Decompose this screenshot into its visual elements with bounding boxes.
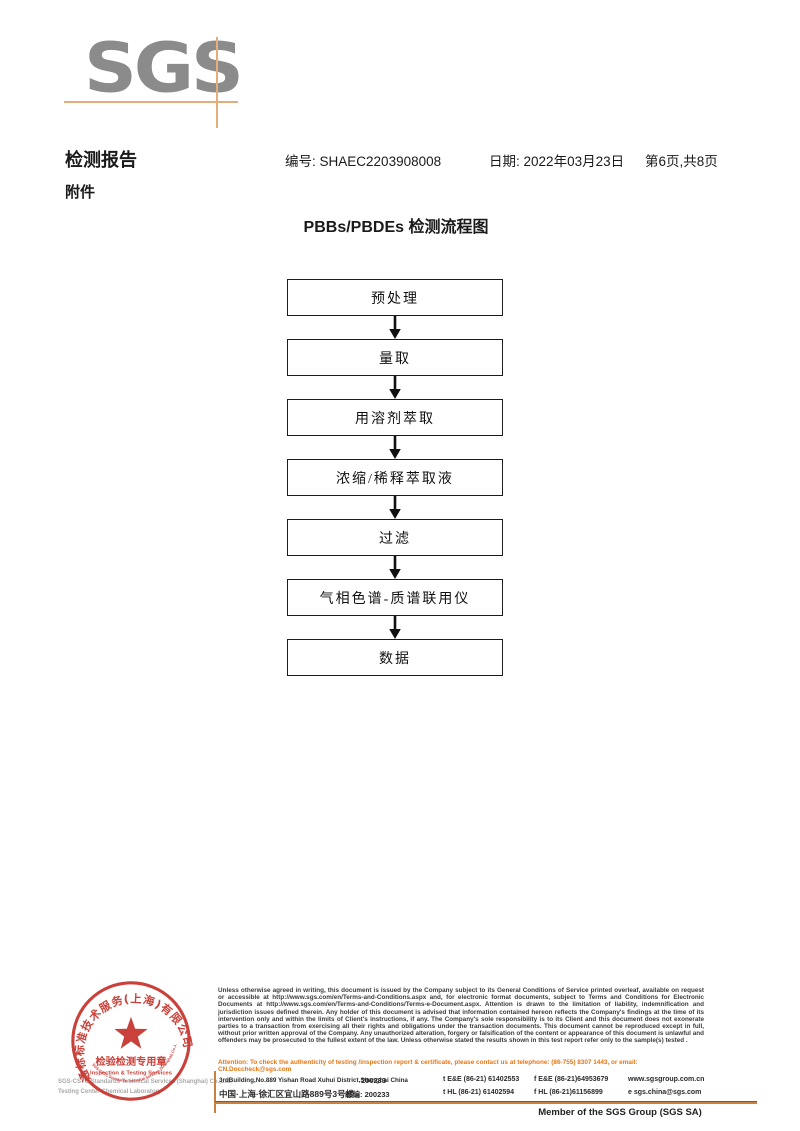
report-number-value: SHAEC2203908008: [319, 154, 442, 169]
arrow-down-icon: [388, 616, 402, 639]
star-icon: [114, 1016, 148, 1049]
phone-ee: t E&E (86-21) 61402553: [443, 1076, 520, 1083]
report-date-value: 2022年03月23日: [523, 154, 625, 169]
flow-step-data: 数据: [287, 639, 503, 676]
fax-hl: f HL (86-21)61156899: [534, 1089, 603, 1096]
phone-hl: t HL (86-21) 61402594: [443, 1089, 515, 1096]
arrow-down-icon: [388, 556, 402, 579]
arrow-down-icon: [388, 496, 402, 519]
company-name-lines: SGS-CSTC Standards Technical Services (S…: [58, 1078, 232, 1097]
attention-note: Attention: To check the authenticity of …: [218, 1059, 638, 1074]
company-name-en: SGS-CSTC Standards Technical Services (S…: [58, 1079, 232, 1085]
legal-disclaimer: Unless otherwise agreed in writing, this…: [218, 987, 704, 1045]
company-stamp: 通标标准技术服务(上海)有限公司 SGS-CSTC Standards Tech…: [68, 978, 194, 1101]
company-lab-name: Testing Center-Chemical Laboratory: [58, 1088, 162, 1095]
page-title: 检测报告: [65, 150, 137, 170]
flow-step-solvent-extraction: 用溶剂萃取: [287, 399, 503, 436]
flowchart-title: PBBs/PBDEs 检测流程图: [303, 219, 489, 236]
report-number: 编号: SHAEC2203908008: [285, 150, 441, 170]
flow-step-pretreatment: 预处理: [287, 279, 503, 316]
attachment-label: 附件: [65, 184, 96, 201]
postcode-english: 200233: [361, 1076, 387, 1085]
email: e sgs.china@sgs.com: [628, 1089, 702, 1096]
stamp-ring: [71, 981, 191, 1101]
report-date-label: 日期:: [489, 154, 520, 169]
report-date: 日期: 2022年03月23日: [489, 150, 624, 170]
fax-ee: f E&E (86-21)64953679: [534, 1076, 609, 1083]
flowchart: 预处理 量取 用溶剂萃取 浓缩/稀释萃取液 过滤 气相色谱-质谱联用仪 数据: [287, 279, 503, 676]
arrow-down-icon: [388, 436, 402, 459]
footer-vertical-divider: [214, 1071, 216, 1113]
flow-step-filter: 过滤: [287, 519, 503, 556]
logo-vertical-line: [216, 37, 218, 128]
postcode-chinese: 邮编: 200233: [345, 1090, 390, 1099]
stamp-en-line: Inspection & Testing Services: [90, 1070, 172, 1076]
flow-step-concentrate-dilute: 浓缩/稀释萃取液: [287, 459, 503, 496]
address-chinese: 中国·上海·徐汇区宜山路889号3号楼: [219, 1089, 355, 1099]
flow-step-measure: 量取: [287, 339, 503, 376]
footer-horizontal-rule: [215, 1101, 757, 1104]
logo-horizontal-line: [64, 101, 238, 103]
flow-step-gcms: 气相色谱-质谱联用仪: [287, 579, 503, 616]
website: www.sgsgroup.com.cn: [628, 1076, 705, 1083]
stamp-cn-line: 检验检测专用章: [95, 1055, 166, 1068]
arrow-down-icon: [388, 376, 402, 399]
address-english: 3rdBuilding,No.889 Yishan Road Xuhui Dis…: [219, 1077, 408, 1084]
sgs-member-note: Member of the SGS Group (SGS SA): [538, 1107, 702, 1118]
report-number-label: 编号:: [285, 154, 316, 169]
arrow-down-icon: [388, 316, 402, 339]
page-indicator: 第6页,共8页: [645, 154, 718, 169]
